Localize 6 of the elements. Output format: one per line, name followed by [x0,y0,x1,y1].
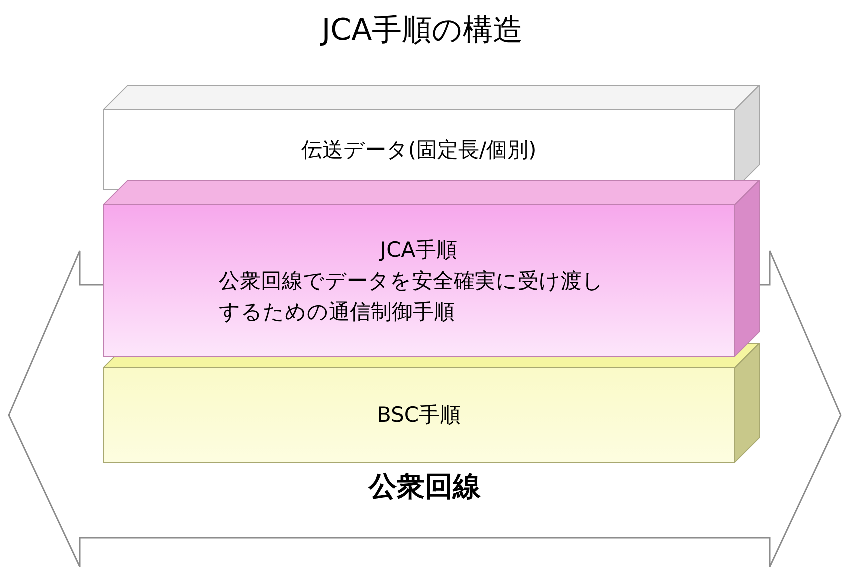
diagram-title: JCA手順の構造 [319,12,524,50]
layer-description: 公衆回線でデータを安全確実に受け渡しするための通信制御手順 [219,268,605,326]
layer-label: BSC手順 [376,402,462,429]
layer-label: 伝送データ(固定長/個別) [301,136,537,164]
line-label: 公衆回線 [368,469,482,505]
layer-label: JCA手順 [380,236,458,264]
